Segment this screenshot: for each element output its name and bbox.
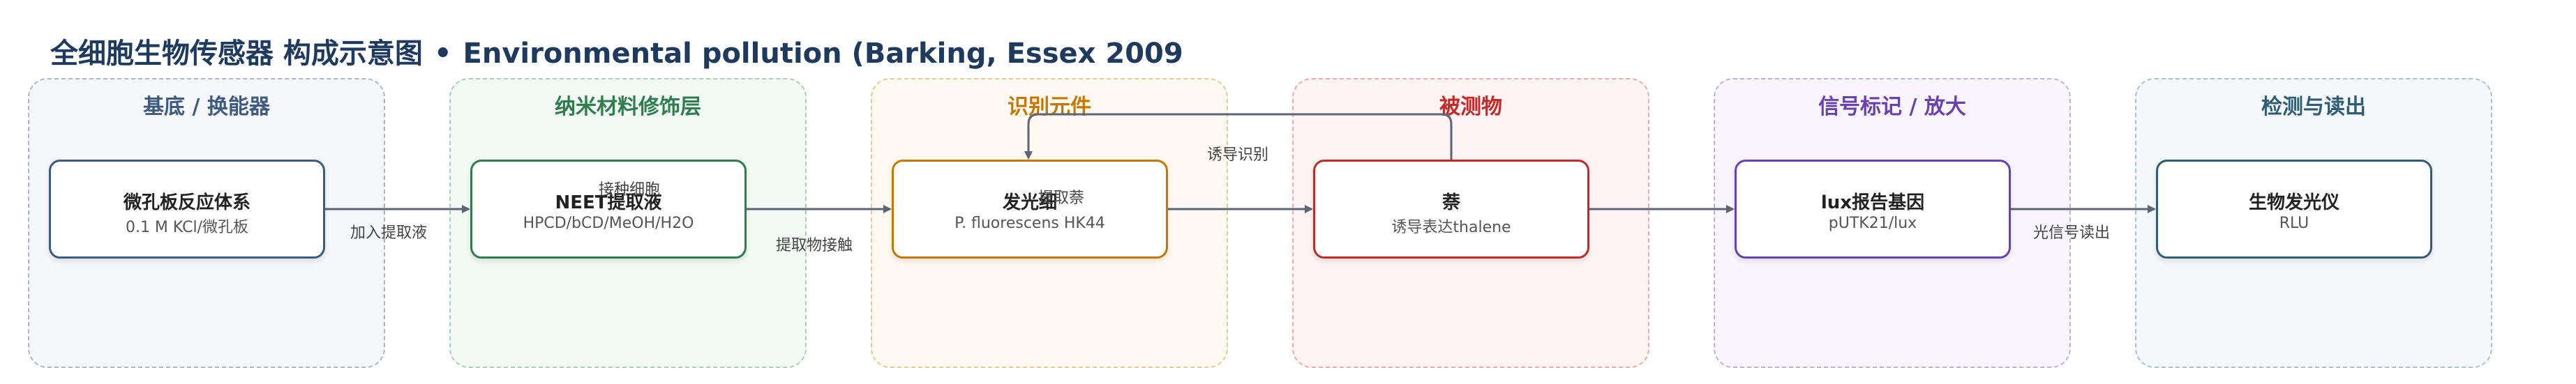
group-label: 基底 / 换能器 xyxy=(143,95,270,119)
edge-feedback xyxy=(1024,113,1453,160)
node-microplate[interactable]: 微孔板反应体系 0.1 M KCl/微孔板 xyxy=(49,160,325,259)
node-title: 萘 xyxy=(1441,192,1460,213)
edge-label-add-extract: 加入提取液 xyxy=(350,224,428,242)
node-subtitle: P. fluorescens HK44 xyxy=(954,215,1105,232)
group-substrate: 基底 / 换能器 xyxy=(28,78,385,368)
node-title: 发光细 xyxy=(1002,192,1057,213)
edge-label-extract-naphthalene: 提取萘 xyxy=(1038,190,1085,207)
node-subtitle: RLU xyxy=(2279,215,2309,232)
edge-label-light-readout: 光信号读出 xyxy=(2033,224,2111,242)
node-lux-reporter[interactable]: lux报告基因 pUTK21/lux xyxy=(1735,160,2011,259)
node-extract[interactable]: NEET提取液 HPCD/bCD/MeOH/H2O xyxy=(470,160,747,259)
node-bioreporter[interactable]: 发光细 P. fluorescens HK44 xyxy=(892,160,1168,259)
node-naphthalene[interactable]: 萘 诱导表达thalene xyxy=(1313,160,1589,259)
title-separator: • xyxy=(433,38,452,70)
edge-label-inoculate: 接种细胞 xyxy=(599,181,661,199)
node-luminometer[interactable]: 生物发光仪 RLU xyxy=(2156,160,2432,259)
group-label: 信号标记 / 放大 xyxy=(1818,95,1966,119)
node-subtitle: 0.1 M KCl/微孔板 xyxy=(125,219,249,236)
title-sub: Environmental pollution (Barking, Essex … xyxy=(463,38,1183,70)
node-title: 生物发光仪 xyxy=(2248,192,2339,213)
node-title: lux报告基因 xyxy=(1820,192,1925,213)
edge-label-induce-recognition: 诱导识别 xyxy=(1207,146,1269,164)
page-title: 全细胞生物传感器 构成示意图 • Environmental pollution (… xyxy=(50,31,1183,71)
group-label: 被测物 xyxy=(1439,95,1502,119)
group-label: 检测与读出 xyxy=(2261,95,2366,119)
node-subtitle: 诱导表达thalene xyxy=(1391,219,1511,236)
node-subtitle: HPCD/bCD/MeOH/H2O xyxy=(523,215,694,232)
node-title: NEET提取液 xyxy=(555,192,662,213)
group-label: 纳米材料修饰层 xyxy=(555,95,701,119)
title-main: 全细胞生物传感器 构成示意图 xyxy=(50,38,423,70)
node-subtitle: pUTK21/lux xyxy=(1828,215,1917,232)
node-title: 微孔板反应体系 xyxy=(123,192,250,213)
edge-label-extract-contact: 提取物接触 xyxy=(776,237,853,254)
